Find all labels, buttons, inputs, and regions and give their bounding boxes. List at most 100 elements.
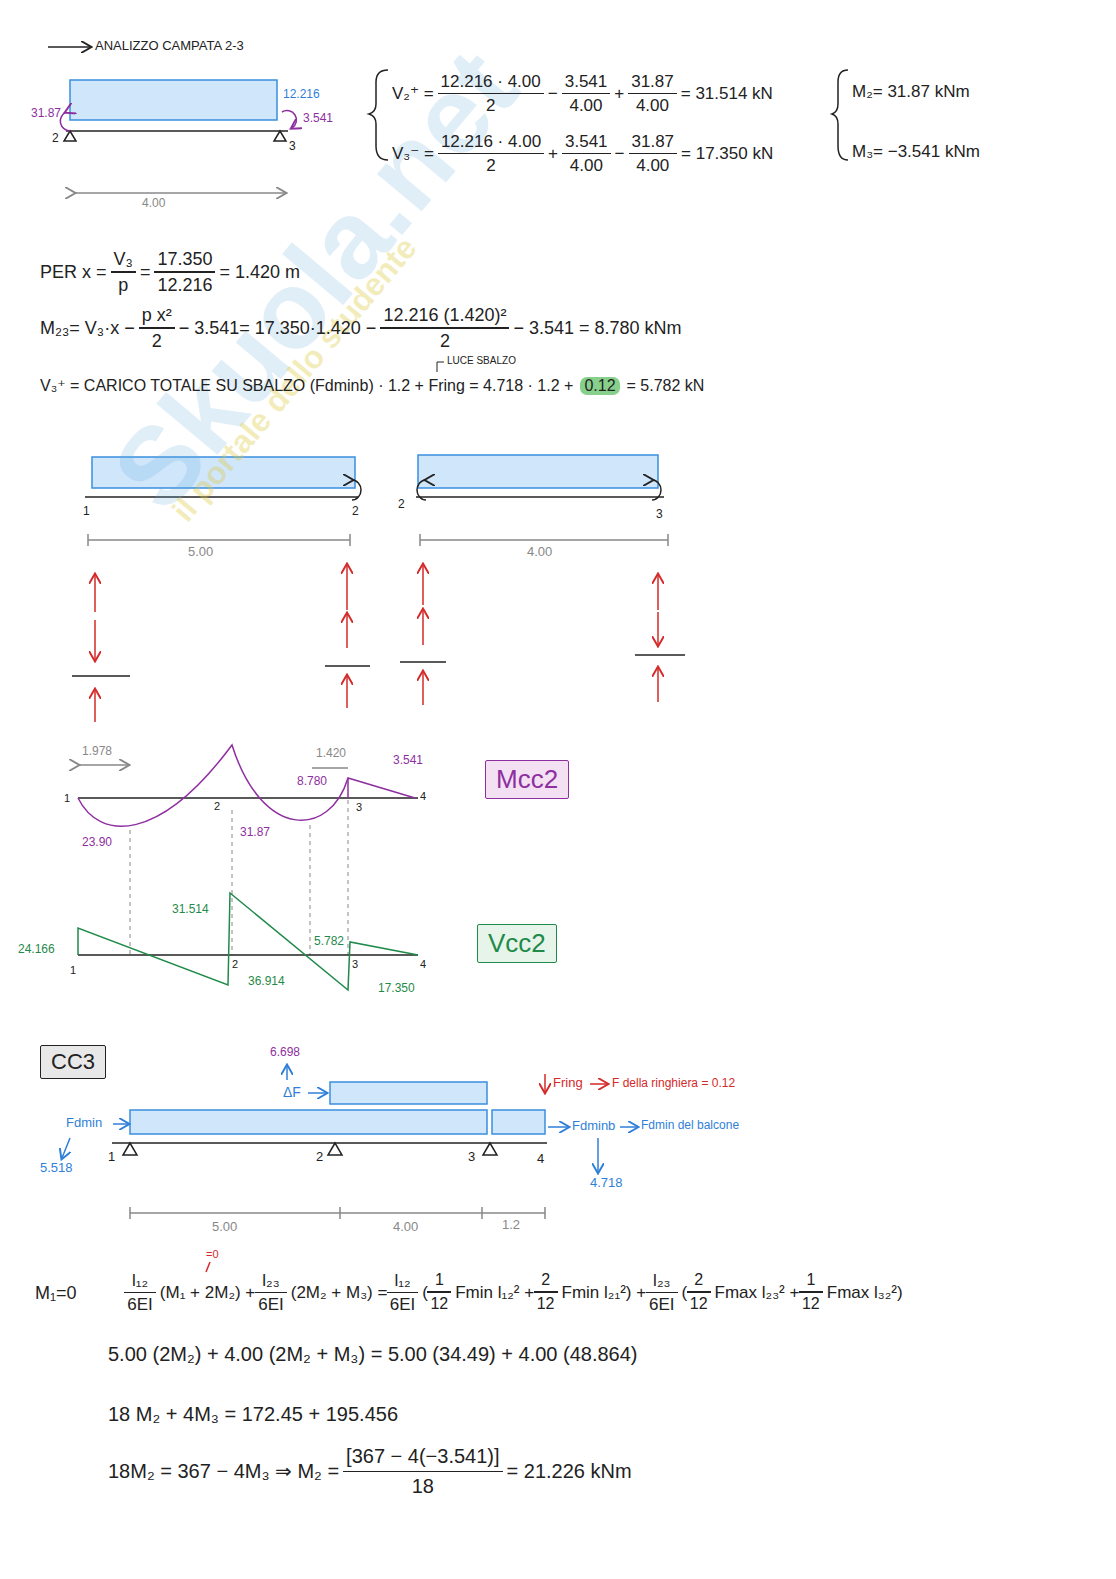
drawing-line <box>597 1138 599 1172</box>
fraction-numerator: [367 − 4(−3.541)] <box>346 1445 499 1468</box>
drawing-line <box>620 1126 637 1128</box>
note-text: 2 <box>52 132 59 146</box>
note-text: M₃= −3.541 kNm <box>852 142 980 162</box>
drawing-line <box>346 676 348 708</box>
drawing-line <box>85 496 358 498</box>
note-text: 4 <box>537 1152 544 1167</box>
fraction-numerator: p x² <box>142 305 172 326</box>
drawing-line <box>312 767 348 769</box>
cc3-beam <box>62 1066 637 1272</box>
fraction-numerator: 12.216 · 4.00 <box>441 132 541 152</box>
fraction-numerator: 3.541 <box>565 72 608 92</box>
drawing-line <box>347 778 349 798</box>
drawing-path <box>78 893 418 990</box>
fraction-denominator: 2 <box>440 331 450 352</box>
fraction-bar <box>628 93 677 95</box>
note-text: − <box>548 84 558 104</box>
fraction-denominator: 2 <box>486 96 495 116</box>
fraction-denominator: 4.00 <box>636 156 669 176</box>
note-text: 6.698 <box>270 1046 300 1060</box>
drawing-line <box>113 1123 128 1125</box>
fraction-denominator: 12 <box>802 1295 820 1313</box>
drawing-path <box>282 111 296 128</box>
note-text: = 17.350 kN <box>681 144 773 164</box>
drawing-line <box>66 130 288 132</box>
drawing-line <box>657 668 659 702</box>
note-text: − 3.541 = 8.780 kNm <box>513 318 681 339</box>
fraction-bar <box>380 327 509 329</box>
note-text: Fdminb <box>572 1119 615 1134</box>
fraction-denominator: 12.216 <box>157 275 212 296</box>
note-text: 3 <box>352 958 358 971</box>
moment-diagram <box>78 745 418 955</box>
drawing-line <box>657 575 659 610</box>
note-text: 4.00 <box>142 197 165 211</box>
note-text: Fring <box>553 1076 583 1091</box>
fraction-denominator: 12 <box>430 1295 448 1313</box>
drawing-line <box>544 1074 546 1092</box>
box-label: Mcc2 <box>496 764 558 795</box>
fraction-numerator: 2 <box>694 1271 703 1289</box>
note-text: Fmin l₁₂² + <box>455 1283 534 1303</box>
section-box: CC3 <box>40 1045 106 1079</box>
drawing-line <box>590 1083 607 1085</box>
note-text: 4.00 <box>393 1220 418 1235</box>
note-text: 2 <box>398 498 405 512</box>
note-text: 31.87 <box>31 107 61 121</box>
drawing-rect <box>330 1082 487 1104</box>
note-text: 4 <box>420 958 426 971</box>
note-text: − 3.541= 17.350·1.420 − <box>179 318 377 339</box>
note-text: ANALIZZO CAMPATA 2-3 <box>95 39 244 54</box>
note-text: 1 <box>70 964 76 977</box>
fraction-denominator: 6EI <box>127 1295 153 1315</box>
note-text: LUCE SBALZO <box>447 355 516 367</box>
note-text: M₁=0 <box>35 1283 77 1304</box>
fraction-bar <box>646 1292 678 1294</box>
note-text: 17.350 <box>378 982 415 996</box>
reaction-arrows <box>72 565 685 722</box>
drawing-line <box>325 665 370 667</box>
note-text: 5.00 (2M₂) + 4.00 (2M₂ + M₃) = 5.00 (34.… <box>108 1343 638 1366</box>
drawing-path <box>130 800 348 955</box>
fraction-denominator: 12 <box>537 1295 555 1313</box>
drawing-line <box>62 1138 70 1158</box>
note-text: 5.00 <box>188 545 213 560</box>
drawing-line <box>346 614 348 648</box>
drawing-polygon <box>64 131 76 141</box>
fraction-numerator: l₁₂ <box>394 1271 410 1291</box>
note-text: 3 <box>289 140 296 154</box>
fraction-numerator: l₂₃ <box>262 1271 279 1291</box>
drawing-line <box>308 1092 326 1094</box>
fraction-numerator: 3.541 <box>565 132 608 152</box>
fraction-bar <box>562 93 611 95</box>
note-text: 1.420 <box>316 747 346 761</box>
note-text: 23.90 <box>82 836 112 850</box>
drawing-line <box>286 1066 288 1080</box>
drawing-line <box>400 661 446 663</box>
note-text: Fmax l₂₃² + <box>715 1283 800 1303</box>
drawing-polygon <box>123 1143 137 1155</box>
note-text: 2 <box>316 1150 323 1165</box>
note-text: 31.514 <box>172 903 209 917</box>
note-text: 31.87 <box>240 826 270 840</box>
note-text: (2M₂ + M₃) = <box>291 1283 388 1303</box>
note-text: 0.12 <box>580 377 619 395</box>
drawing-path <box>652 480 661 500</box>
note-text: 18 M₂ + 4M₃ = 172.45 + 195.456 <box>108 1403 398 1426</box>
note-text: 3 <box>656 508 663 522</box>
drawing-line <box>94 690 96 722</box>
note-text: 4.00 <box>527 545 552 560</box>
note-text: 3.541 <box>393 754 423 768</box>
drawing-path <box>88 534 668 546</box>
fraction-bar <box>438 153 544 155</box>
note-text: = <box>140 262 151 283</box>
fraction-bar <box>687 1291 711 1293</box>
fraction-denominator: 6EI <box>390 1295 416 1315</box>
fraction-denominator: 2 <box>486 156 495 176</box>
note-text: M₂₃= V₃·x − <box>40 318 135 339</box>
note-text: V₃⁺ = CARICO TOTALE SU SBALZO (Fdminb) ·… <box>40 377 573 395</box>
fraction-numerator: 12.216 (1.420)² <box>383 305 506 326</box>
fraction-denominator: 12 <box>690 1295 708 1313</box>
fraction-bar <box>427 1291 451 1293</box>
